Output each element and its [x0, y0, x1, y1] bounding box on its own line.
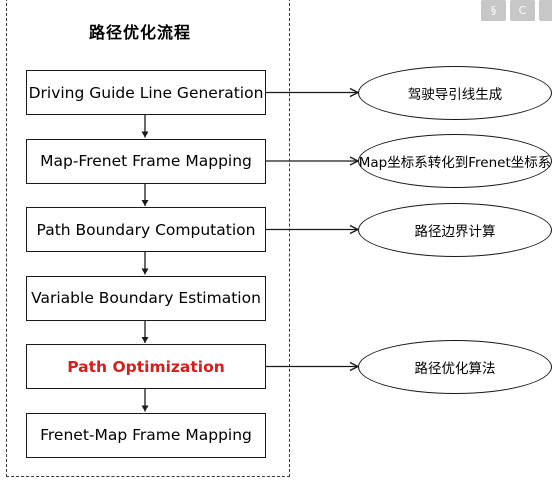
annotation-ellipse-4: 路径优化算法 — [358, 339, 552, 394]
extra-icon[interactable] — [539, 0, 552, 21]
step-box-3: Path Boundary Computation — [26, 207, 266, 252]
annotation-ellipse-3: 路径边界计算 — [358, 202, 552, 257]
annotation-ellipse-2: Map坐标系转化到Frenet坐标系 — [358, 134, 552, 188]
process-frame — [6, 0, 290, 477]
section-icon[interactable]: § — [481, 0, 506, 21]
refresh-icon[interactable]: C — [510, 0, 535, 21]
annotation-ellipse-1: 驾驶导引线生成 — [358, 65, 552, 120]
step-box-6: Frenet-Map Frame Mapping — [26, 412, 266, 458]
step-box-1: Driving Guide Line Generation — [26, 70, 266, 115]
step-box-2: Map-Frenet Frame Mapping — [26, 138, 266, 184]
diagram-title: 路径优化流程 — [88, 23, 191, 42]
window-toolbar: § C — [481, 0, 552, 21]
step-box-5: Path Optimization — [26, 344, 266, 389]
step-box-4: Variable Boundary Estimation — [26, 275, 266, 321]
